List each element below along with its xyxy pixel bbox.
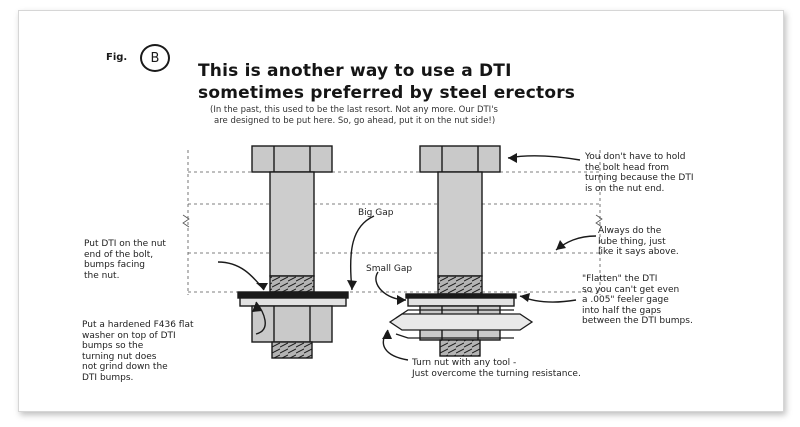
callout-put-dti-line-3: bumps facing <box>84 260 145 270</box>
callout-flatten-line-1: "Flatten" the DTI <box>582 274 658 284</box>
left-bolt-thread-lower <box>271 341 313 359</box>
callout-flatten-line-2: so you can't get even <box>582 284 680 295</box>
figure-title: This is another way to use a DTI sometim… <box>198 60 658 104</box>
title-line-2: sometimes preferred by steel erectors <box>198 83 576 103</box>
right-bolt-thread-lower <box>439 339 481 357</box>
callout-washer-line-1: Put a hardened F436 flat <box>82 320 194 330</box>
arrow-heads <box>252 153 566 339</box>
callout-turn-nut: Turn nut with any tool - Just overcome t… <box>412 358 652 379</box>
left-bolt-thread-upper <box>269 275 315 293</box>
callout-washer-line-6: DTI bumps. <box>82 372 134 383</box>
callout-flatten-line-5: between the DTI bumps. <box>582 316 693 326</box>
callout-put-dti: Put DTI on the nut end of the bolt, bump… <box>84 239 204 281</box>
callout-washer-line-4: turning nut does <box>82 351 157 362</box>
left-dti-washer <box>237 291 349 299</box>
callout-no-hold-line-1: You don't have to hold <box>585 152 686 162</box>
callout-flatten-line-4: into half the gaps <box>582 305 662 316</box>
right-bolt-head <box>419 145 501 173</box>
callout-turn-nut-line-1: Turn nut with any tool - <box>412 358 517 368</box>
right-bolt-shank <box>437 171 483 277</box>
figure-subtitle: (In the past, this used to be the last r… <box>210 105 630 127</box>
callout-lube-line-3: like it says above. <box>598 247 679 257</box>
right-bolt-thread-upper <box>437 275 483 295</box>
left-nut <box>251 305 333 343</box>
callout-flatten-line-3: a .005" feeler gage <box>582 295 669 305</box>
callout-washer-line-5: not grind down the <box>82 362 168 372</box>
callout-flatten: "Flatten" the DTI so you can't get even … <box>582 274 742 327</box>
callout-lube-line-1: Always do the <box>598 226 662 236</box>
callout-put-dti-line-1: Put DTI on the nut <box>84 239 166 249</box>
callout-no-hold: You don't have to hold the bolt head fro… <box>585 152 735 194</box>
right-f436-washer <box>407 297 515 307</box>
callout-no-hold-line-2: the bolt head from <box>585 162 670 173</box>
left-bolt-head <box>251 145 333 173</box>
callout-turn-nut-line-2: Just overcome the turning resistance. <box>412 368 581 379</box>
left-bolt-shank <box>269 171 315 277</box>
callout-washer-line-2: washer on top of DTI <box>82 330 176 341</box>
callout-no-hold-line-4: is on the nut end. <box>585 183 665 194</box>
callout-big-gap: Big Gap <box>358 208 394 218</box>
left-bolt <box>237 145 349 359</box>
wrench-sweep <box>388 309 534 339</box>
figure-frame <box>18 10 784 412</box>
title-line-1: This is another way to use a DTI <box>198 61 512 81</box>
callout-lube: Always do the lube thing, just like it s… <box>598 226 718 258</box>
callout-small-gap: Small Gap <box>366 264 413 274</box>
callout-no-hold-line-3: turning because the DTI <box>585 173 694 183</box>
fig-label: Fig. <box>106 52 128 63</box>
fig-letter-badge: B <box>140 44 170 72</box>
callout-washer: Put a hardened F436 flat washer on top o… <box>82 320 242 383</box>
callout-put-dti-line-2: end of the bolt, <box>84 249 154 260</box>
callout-lube-line-2: lube thing, just <box>598 236 666 247</box>
subtitle-line-2: are designed to be put here. So, go ahea… <box>214 116 496 126</box>
subtitle-line-1: (In the past, this used to be the last r… <box>210 105 498 115</box>
callout-put-dti-line-4: the nut. <box>84 270 120 281</box>
callout-washer-line-3: bumps so the <box>82 341 144 351</box>
